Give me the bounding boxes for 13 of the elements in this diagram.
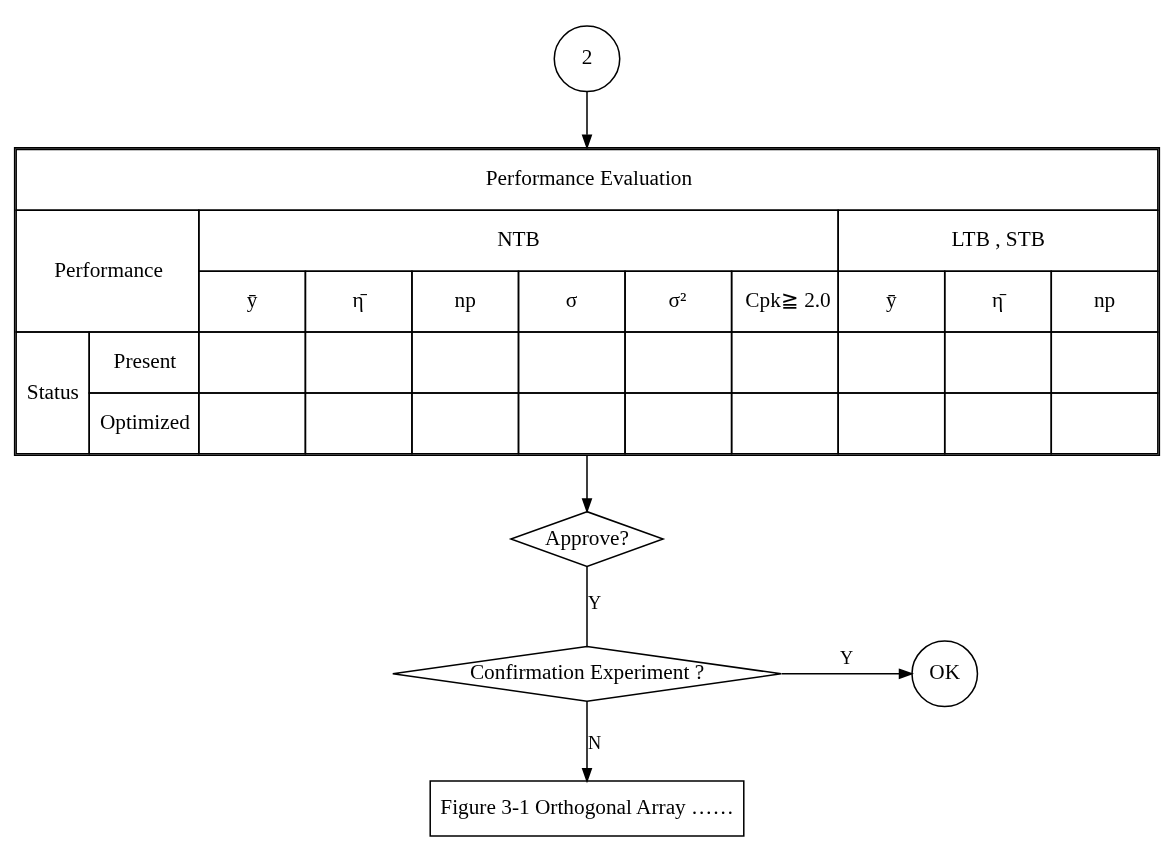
arrow: [581, 700, 593, 783]
arrow: [780, 667, 914, 679]
edge-label: Y: [588, 591, 602, 612]
arrow: [581, 90, 593, 150]
connector: [586, 565, 588, 647]
node-circle: 2: [553, 24, 621, 92]
edge-label: N: [588, 732, 602, 753]
node-diamond: Approve?: [508, 510, 666, 567]
node-circle: OK: [911, 639, 979, 707]
node-diamond: Confirmation Experiment ?: [392, 645, 782, 702]
arrow: [581, 454, 593, 514]
node-box: Figure 3-1 Orthogonal Array ……: [429, 779, 745, 837]
edge-label: Y: [839, 647, 854, 668]
